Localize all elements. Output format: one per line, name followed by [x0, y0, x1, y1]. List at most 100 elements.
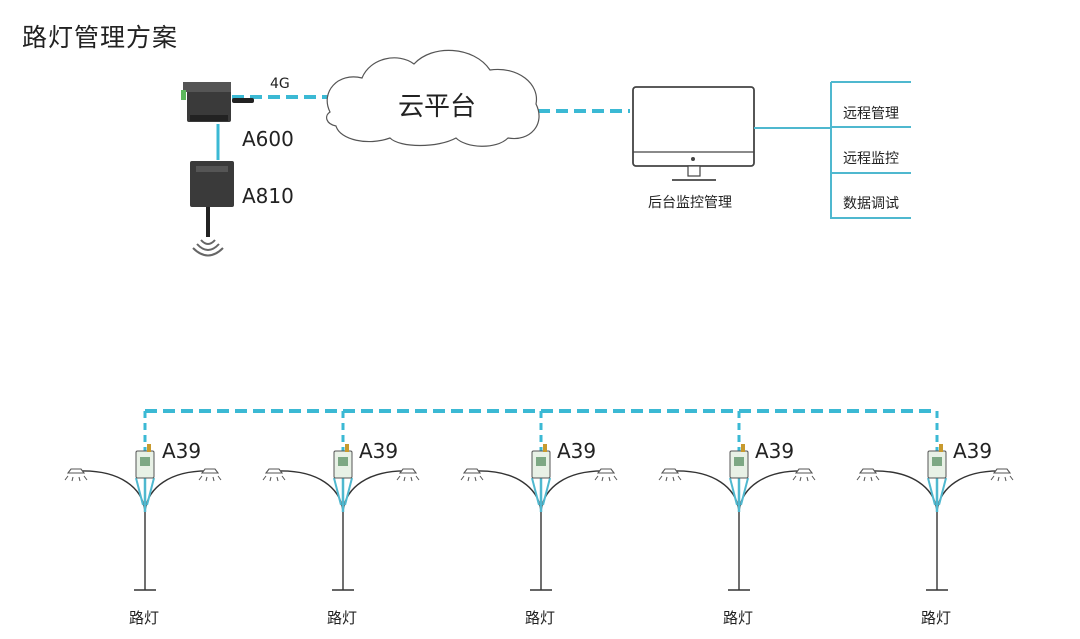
light-ray — [792, 475, 797, 481]
light-ray — [806, 476, 809, 482]
lamp-module-wire — [729, 477, 738, 506]
light-ray — [601, 476, 604, 482]
lamp-arm-right — [540, 470, 607, 513]
lamp-module-wire — [146, 477, 155, 506]
a39-antenna — [741, 444, 745, 452]
cloud-shape — [326, 49, 540, 147]
light-ray — [415, 475, 420, 481]
lamp-module-label-2: A39 — [359, 439, 399, 463]
light-ray — [658, 475, 663, 481]
lamp-head-right — [794, 468, 814, 474]
lamp-arm-left — [79, 470, 146, 513]
light-ray — [78, 476, 81, 482]
lamp-head-left — [858, 468, 878, 474]
light-ray — [990, 475, 995, 481]
page-title: 路灯管理方案 — [22, 23, 179, 52]
lamp-head-left — [66, 468, 86, 474]
light-rays-icon — [198, 475, 222, 482]
cloud-platform-label: 云平台 — [398, 92, 477, 122]
lamp-module-wire — [938, 477, 947, 506]
light-rays-icon — [792, 475, 816, 482]
light-ray — [474, 476, 477, 482]
light-ray — [863, 476, 866, 482]
a39-antenna — [939, 444, 943, 452]
street-lamp-2 — [262, 411, 420, 591]
a39-antenna — [543, 444, 547, 452]
lamp-label-1: 路灯 — [129, 609, 160, 627]
lamp-module-wire — [927, 477, 936, 506]
wireless-signal-icon — [192, 239, 224, 257]
lamp-arm-left — [475, 470, 542, 513]
light-ray — [396, 475, 401, 481]
lamp-module-label-1: A39 — [162, 439, 202, 463]
light-ray — [403, 476, 406, 482]
a810-radio-device — [190, 161, 234, 237]
street-lamp-5 — [856, 411, 1014, 591]
monitor-label: 后台监控管理 — [648, 195, 732, 211]
light-ray — [677, 475, 682, 481]
light-ray — [594, 475, 599, 481]
light-ray — [83, 475, 88, 481]
light-ray — [479, 475, 484, 481]
lamp-module-label-3: A39 — [557, 439, 597, 463]
lamp-arm-left — [277, 470, 344, 513]
light-rays-icon — [856, 475, 880, 482]
light-ray — [672, 476, 675, 482]
lamp-arm-left — [673, 470, 740, 513]
light-ray — [1009, 475, 1014, 481]
lamp-arm-right — [144, 470, 211, 513]
lamp-head-right — [200, 468, 220, 474]
light-ray — [71, 476, 74, 482]
light-ray — [870, 476, 873, 482]
a600-label: A600 — [242, 127, 294, 151]
a39-antenna — [345, 444, 349, 452]
light-ray — [212, 476, 215, 482]
a39-chip — [536, 457, 546, 466]
menu-bracket — [754, 81, 911, 219]
lamp-module-wire — [333, 477, 342, 506]
light-ray — [198, 475, 203, 481]
lamp-head-right — [992, 468, 1012, 474]
light-ray — [613, 475, 618, 481]
light-ray — [276, 476, 279, 482]
light-rays-icon — [262, 475, 286, 482]
light-ray — [269, 476, 272, 482]
light-ray — [1004, 476, 1007, 482]
lamp-head-right — [596, 468, 616, 474]
light-ray — [64, 475, 69, 481]
light-ray — [410, 476, 413, 482]
light-ray — [608, 476, 611, 482]
a39-chip — [338, 457, 348, 466]
light-rays-icon — [64, 475, 88, 482]
lamp-label-3: 路灯 — [525, 609, 556, 627]
street-lamps — [64, 411, 1014, 591]
lamp-label-5: 路灯 — [921, 609, 952, 627]
light-ray — [281, 475, 286, 481]
street-lamp-4 — [658, 411, 816, 591]
network-4g-label: 4G — [270, 76, 290, 92]
light-ray — [467, 476, 470, 482]
lamp-module-wire — [542, 477, 551, 506]
a39-chip — [734, 457, 744, 466]
light-ray — [997, 476, 1000, 482]
light-rays-icon — [658, 475, 682, 482]
a810-label: A810 — [242, 184, 294, 208]
a39-chip — [140, 457, 150, 466]
lamp-label-4: 路灯 — [723, 609, 754, 627]
lamp-arm-right — [738, 470, 805, 513]
a39-antenna — [147, 444, 151, 452]
light-rays-icon — [594, 475, 618, 482]
street-lamp-3 — [460, 411, 618, 591]
lamp-arm-left — [871, 470, 938, 513]
lamp-head-right — [398, 468, 418, 474]
light-rays-icon — [396, 475, 420, 482]
menu-item-data-debugging: 数据调试 — [843, 196, 899, 212]
light-ray — [262, 475, 267, 481]
menu-item-remote-management: 远程管理 — [843, 106, 899, 122]
monitor-icon — [632, 86, 755, 181]
light-ray — [460, 475, 465, 481]
menu-item-remote-monitoring: 远程监控 — [843, 151, 899, 167]
lamp-head-left — [462, 468, 482, 474]
light-ray — [875, 475, 880, 481]
